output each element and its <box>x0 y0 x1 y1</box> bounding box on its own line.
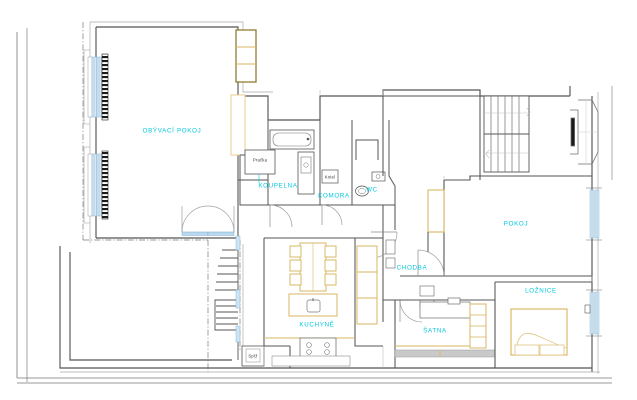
dining-table <box>299 242 327 292</box>
door-hall-to-pokoj <box>417 249 445 277</box>
kitchen-tall-units <box>356 245 378 325</box>
dining-chairs <box>289 245 337 286</box>
appliance-label-spiz: Spíž <box>248 353 258 359</box>
construction-lines <box>263 90 593 368</box>
window-pokoj <box>586 187 602 241</box>
room-label-satna: ŠATNA <box>423 327 447 335</box>
toilet-fixture <box>355 185 369 197</box>
washing-machine <box>244 149 276 175</box>
room-label-loznice: LOŽNICE <box>525 287 557 295</box>
sheet-border-lines <box>16 28 612 384</box>
balcony-doors-living <box>181 205 235 236</box>
window-living-lower <box>83 146 109 224</box>
kitchen-island <box>288 293 338 317</box>
kitchen-sink <box>306 299 321 313</box>
satna-shelf-tower <box>469 303 487 349</box>
door-bathroom <box>269 204 293 228</box>
wc-walls <box>351 120 396 206</box>
window-living-upper <box>83 49 109 125</box>
mid-core-walls <box>319 90 481 180</box>
room-label-wc: WC <box>366 186 378 194</box>
window-loznice <box>584 289 602 337</box>
boiler-box <box>321 169 339 184</box>
satna-closet-top <box>419 297 471 319</box>
room-label-koupelna: KOUPELNA <box>258 182 298 190</box>
room-label-komora: KOMORA <box>318 192 350 200</box>
bed <box>510 308 568 356</box>
bay-window-element <box>570 86 613 180</box>
room-label-chodba: CHODBA <box>396 264 428 272</box>
window-stair-left <box>235 235 241 343</box>
pantry-box <box>241 345 265 367</box>
radiator-living-upper <box>101 53 109 121</box>
loznice-walls <box>494 281 592 368</box>
bathroom-shower-column <box>297 151 315 195</box>
furniture-living-strip <box>230 94 246 156</box>
wardrobe-pokoj <box>427 189 445 233</box>
radiator-living-lower <box>101 150 109 220</box>
cooktop <box>299 337 337 359</box>
cabinet-living-tall <box>235 29 257 83</box>
appliance-label-pracka: Pračka <box>252 157 268 163</box>
stair-lobby-left <box>214 238 239 360</box>
room-label-kuchyne: KUCHYNĚ <box>299 321 335 329</box>
hall-niches <box>385 239 435 309</box>
room-label-obyvaci-pokoj: OBÝVACÍ POKOJ <box>142 127 202 135</box>
wc-sink <box>371 171 386 182</box>
staircase <box>483 95 531 173</box>
bathtub <box>269 129 315 150</box>
kitchen-counter-bottom <box>264 337 355 367</box>
door-hall-lower <box>399 299 423 323</box>
room-label-pokoj: POKOJ <box>503 220 529 228</box>
door-komora <box>321 204 343 226</box>
appliance-label-kotel: Kotel <box>324 174 336 180</box>
